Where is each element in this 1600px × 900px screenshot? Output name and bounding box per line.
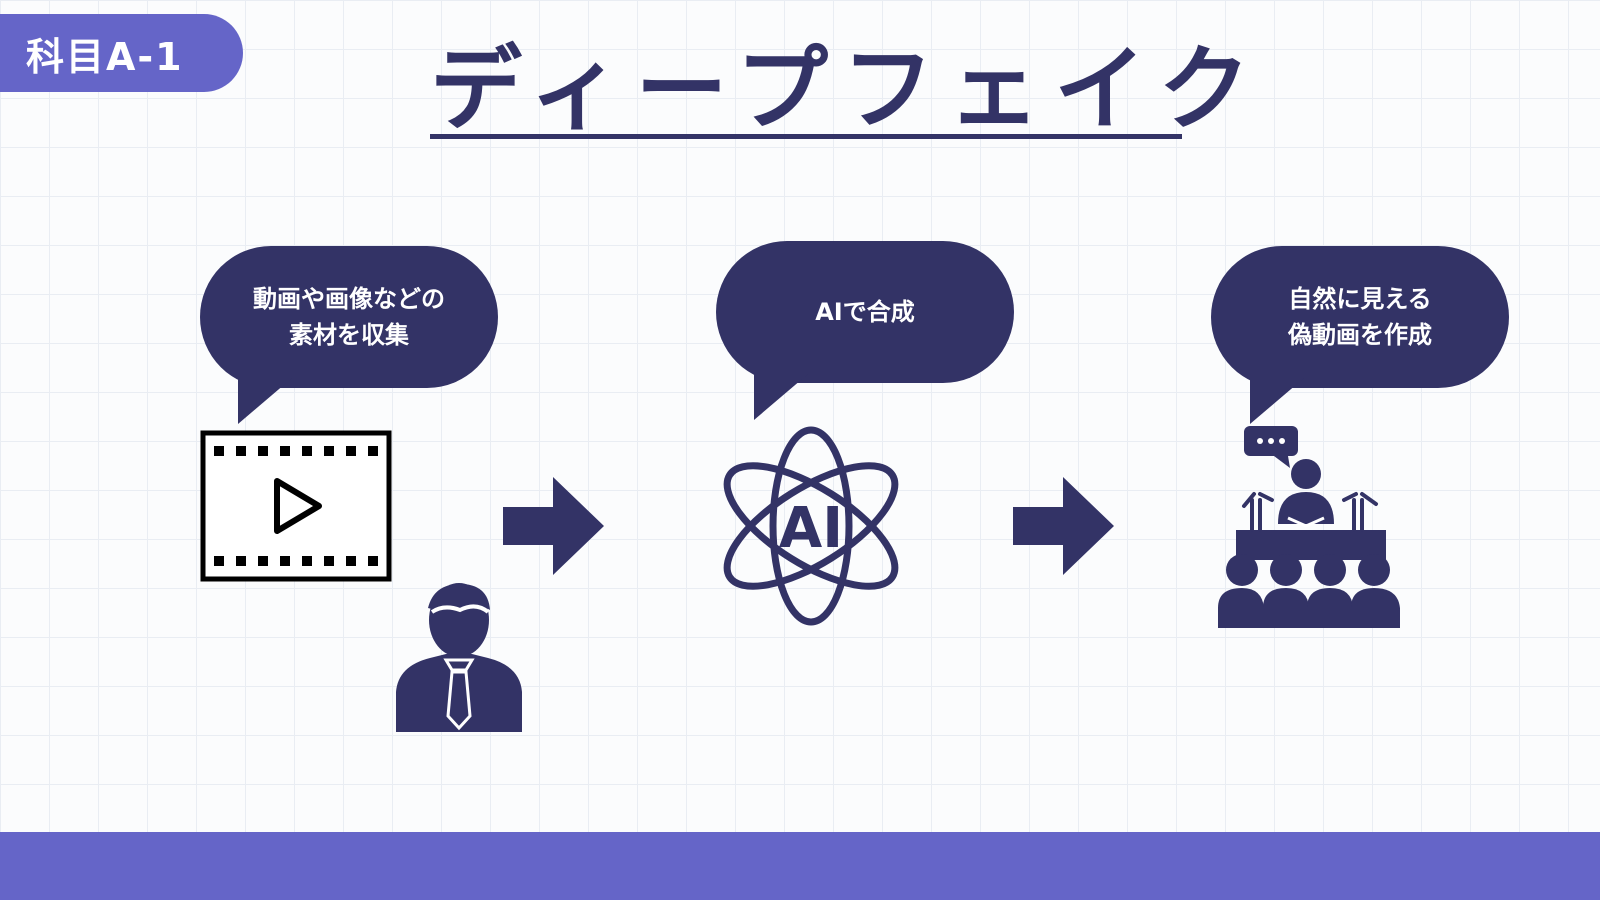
ai-atom-icon: AI bbox=[723, 426, 899, 626]
step-3-line-2: 偽動画を作成 bbox=[1288, 321, 1432, 349]
press-conference-icon bbox=[1218, 426, 1400, 628]
step-1-bubble-tail bbox=[238, 378, 292, 424]
video-film-icon bbox=[200, 430, 392, 582]
footer-bar bbox=[0, 832, 1600, 900]
ai-atom-label: AI bbox=[779, 496, 843, 561]
step-1-line-1: 動画や画像などの bbox=[253, 285, 445, 313]
step-1-bubble: 動画や画像などの 素材を収集 bbox=[200, 246, 498, 388]
step-3-bubble-tail bbox=[1250, 378, 1304, 424]
page-title: ディープフェイク bbox=[430, 36, 1265, 143]
step-3-bubble: 自然に見える 偽動画を作成 bbox=[1211, 246, 1509, 388]
step-2-bubble: AIで合成 bbox=[716, 241, 1014, 383]
title-underline bbox=[430, 134, 1182, 139]
step-2-bubble-tail bbox=[754, 374, 808, 420]
person-icon bbox=[396, 583, 522, 732]
right-arrow-icon bbox=[503, 477, 604, 575]
subject-tag: 科目A-1 bbox=[0, 14, 243, 92]
step-3-line-1: 自然に見える bbox=[1288, 285, 1432, 313]
right-arrow-icon bbox=[1013, 477, 1114, 575]
step-1-line-2: 素材を収集 bbox=[289, 321, 409, 349]
step-2-line-1: AIで合成 bbox=[815, 298, 915, 326]
